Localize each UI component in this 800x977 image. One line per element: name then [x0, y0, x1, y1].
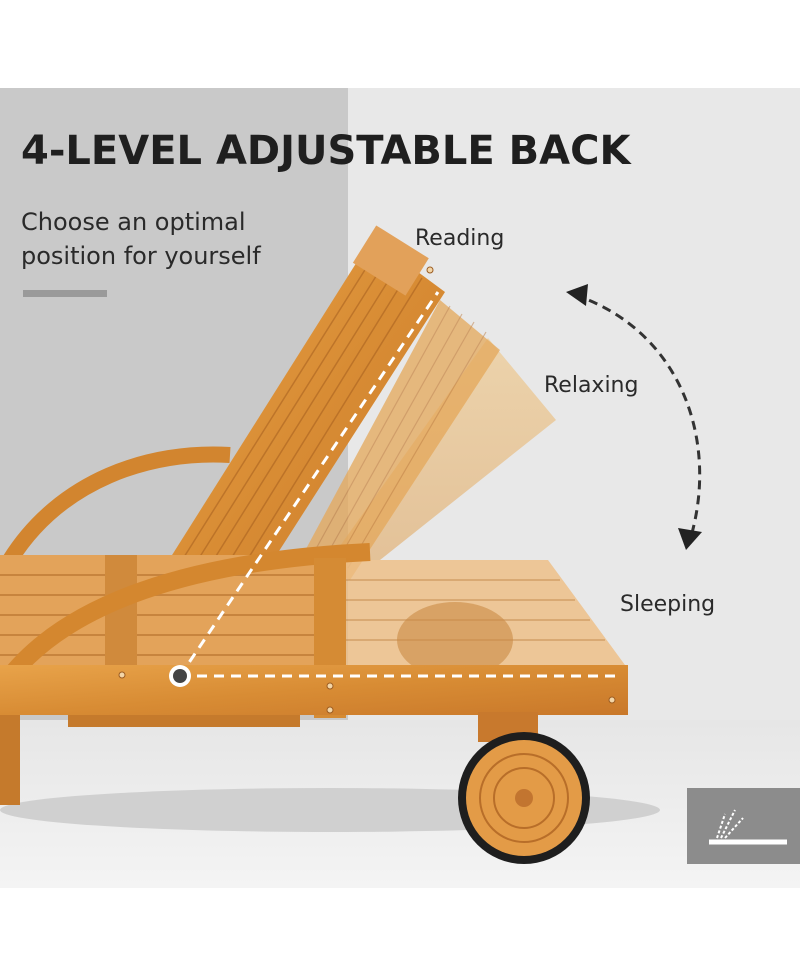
title-divider — [23, 290, 107, 297]
position-label-reading: Reading — [415, 226, 505, 251]
armrest-front — [0, 543, 371, 696]
angle-guide-line — [178, 291, 440, 677]
backrest-relaxing — [300, 300, 500, 580]
adjust-arrow — [574, 293, 702, 541]
arrow-head-top — [566, 284, 588, 306]
front-leg — [0, 715, 20, 805]
side-rail — [0, 665, 628, 715]
position-label-sleeping: Sleeping — [620, 592, 716, 617]
armrest-back — [3, 446, 231, 565]
reclining-angle-icon — [687, 788, 800, 864]
arrow-head-bottom — [678, 528, 702, 550]
feature-subtitle: Choose an optimal position for yourself — [21, 208, 261, 270]
lounger-seat — [0, 555, 625, 678]
position-label-relaxing: Relaxing — [544, 373, 639, 398]
wheel — [458, 732, 590, 864]
feature-title: 4-LEVEL ADJUSTABLE BACK — [21, 128, 631, 174]
